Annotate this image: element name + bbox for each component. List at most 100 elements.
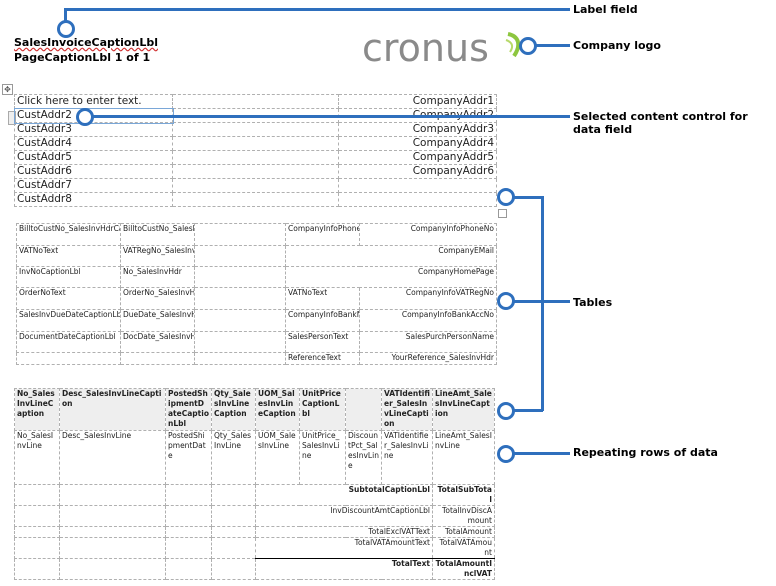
column-caption-cell[interactable]: Desc_SalesInvLineCaption	[59, 388, 166, 431]
info-caption-cell[interactable]: InvNoCaptionLbl	[16, 266, 121, 288]
spacer-cell	[165, 537, 212, 559]
company-caption-cell[interactable]: CompanyInfoBankName	[285, 309, 360, 332]
line-value-cell[interactable]: VATIdentifier_SalesInvLine	[381, 430, 433, 485]
company-address-cell[interactable]: CompanyAddr5	[338, 150, 497, 165]
address-row: Click here to enter text. CompanyAddr1	[14, 94, 497, 109]
spacer-cell	[194, 223, 286, 246]
callout-bracket-mid	[512, 300, 570, 303]
customer-address-cell[interactable]: CustAddr4	[14, 136, 173, 151]
total-value-cell[interactable]: TotalAmountInclVAT	[432, 558, 495, 580]
info-value-cell[interactable]: DueDate_SalesInvHdr	[120, 309, 195, 332]
total-value-cell[interactable]: TotalSubTotal	[432, 484, 495, 506]
line-value-cell[interactable]: No_SalesInvLine	[14, 430, 60, 485]
report-caption-label[interactable]: SalesInvoiceCaptionLbl	[14, 36, 158, 49]
column-caption-cell[interactable]: VATIdentifier_SalesInvLineCaption	[381, 388, 433, 431]
customer-address-cell[interactable]: CustAddr5	[14, 150, 173, 165]
company-caption-cell[interactable]: CompanyInfoPhoneNoCaptionLbl	[285, 223, 360, 246]
total-caption-cell[interactable]: TotalExclVATText	[255, 526, 433, 538]
column-caption-cell[interactable]: Qty_SalesInvLineCaption	[211, 388, 256, 431]
table-resize-handle[interactable]	[498, 209, 507, 218]
company-caption-cell[interactable]: ReferenceText	[285, 352, 360, 365]
customer-address-cell[interactable]: CustAddr8	[14, 192, 173, 207]
total-value-cell[interactable]: TotalAmount	[432, 526, 495, 538]
customer-address-cell[interactable]: Click here to enter text.	[14, 94, 173, 109]
info-row: BilltoCustNo_SalesInvHdrCaptionBilltoCus…	[16, 223, 497, 246]
callout-line-selected	[92, 115, 570, 118]
info-caption-cell[interactable]: DocumentDateCaptionLbl	[16, 331, 121, 353]
company-value-cell[interactable]: CompanyEMail	[285, 245, 497, 267]
column-caption-cell[interactable]: LineAmt_SalesInvLineCaption	[432, 388, 495, 431]
info-row: DocumentDateCaptionLblDocDate_SalesInvHd…	[16, 331, 497, 353]
info-value-cell[interactable]: DocDate_SalesInvHdr	[120, 331, 195, 353]
line-value-cell[interactable]: DiscountPct_SalesInvLine	[345, 430, 382, 485]
callout-repeating-rows: Repeating rows of data	[573, 446, 718, 459]
info-caption-cell[interactable]: SalesInvDueDateCaptionLbl	[16, 309, 121, 332]
line-value-cell[interactable]: UOM_SalesInvLine	[255, 430, 300, 485]
column-caption-cell[interactable]: PostedShipmentDateCaptionLbl	[165, 388, 212, 431]
callout-selected-control: Selected content control for data field	[573, 110, 748, 136]
callout-bracket-top	[512, 196, 543, 199]
callout-line-label	[64, 8, 67, 22]
line-value-cell[interactable]: Desc_SalesInvLine	[59, 430, 166, 485]
spacer-cell	[172, 94, 339, 109]
company-caption-cell[interactable]: SalesPersonText	[285, 331, 360, 353]
info-caption-cell[interactable]: OrderNoText	[16, 287, 121, 310]
company-address-cell[interactable]: CompanyAddr4	[338, 136, 497, 151]
info-caption-cell[interactable]	[16, 352, 121, 365]
spacer-cell	[14, 505, 60, 527]
customer-address-cell[interactable]: CustAddr3	[14, 122, 173, 137]
column-caption-cell[interactable]: UOM_SalesInvLineCaption	[255, 388, 300, 431]
info-value-cell[interactable]: OrderNo_SalesInvHdr	[120, 287, 195, 310]
info-value-cell[interactable]: No_SalesInvHdr	[120, 266, 195, 288]
line-value-cell[interactable]: UnitPrice_SalesInvLine	[299, 430, 346, 485]
info-value-cell[interactable]	[120, 352, 195, 365]
callout-marker-tables-1	[497, 188, 515, 206]
company-value-cell[interactable]: SalesPurchPersonName	[359, 331, 497, 353]
column-caption-cell[interactable]: UnitPriceCaptionLbl	[299, 388, 346, 431]
company-value-cell[interactable]: CompanyInfoBankAccNo	[359, 309, 497, 332]
company-address-cell[interactable]: CompanyAddr1	[338, 94, 497, 109]
total-value-cell[interactable]: TotalVATAmount	[432, 537, 495, 559]
callout-marker-tables-2	[497, 292, 515, 310]
total-caption-cell[interactable]: TotalText	[255, 558, 433, 580]
header-info-table: BilltoCustNo_SalesInvHdrCaptionBilltoCus…	[16, 223, 497, 365]
column-caption-cell[interactable]	[345, 388, 382, 431]
table-move-handle-icon[interactable]: ✥	[2, 84, 13, 95]
spacer-cell	[59, 558, 166, 580]
company-address-cell[interactable]	[338, 178, 497, 193]
company-address-cell[interactable]	[338, 192, 497, 207]
total-caption-cell[interactable]: SubtotalCaptionLbl	[255, 484, 433, 506]
company-caption-cell[interactable]: VATNoText	[285, 287, 360, 310]
line-value-cell[interactable]: LineAmt_SalesInvLine	[432, 430, 495, 485]
address-row: CustAddr5 CompanyAddr5	[14, 150, 497, 165]
spacer-cell	[165, 505, 212, 527]
column-caption-cell[interactable]: No_SalesInvLineCaption	[14, 388, 60, 431]
total-caption-cell[interactable]: InvDiscountAmtCaptionLbl	[255, 505, 433, 527]
line-value-cell[interactable]: Qty_SalesInvLine	[211, 430, 256, 485]
info-caption-cell[interactable]: BilltoCustNo_SalesInvHdrCaption	[16, 223, 121, 246]
company-logo-swoosh-icon	[505, 32, 521, 58]
info-value-cell[interactable]: VATRegNo_SalesInvHdr	[120, 245, 195, 267]
page-caption-label[interactable]: PageCaptionLbl 1 of 1	[14, 51, 151, 64]
line-value-cell[interactable]: PostedShipmentDate	[165, 430, 212, 485]
company-value-cell[interactable]: CompanyInfoPhoneNo	[359, 223, 497, 246]
total-value-cell[interactable]: TotalInvDiscAmount	[432, 505, 495, 527]
company-value-cell[interactable]: YourReference_SalesInvHdr	[359, 352, 497, 365]
total-caption-cell[interactable]: TotalVATAmountText	[255, 537, 433, 559]
customer-address-cell[interactable]: CustAddr6	[14, 164, 173, 179]
info-value-cell[interactable]: BilltoCustNo_SalesInvHdr	[120, 223, 195, 246]
company-address-cell[interactable]: CompanyAddr3	[338, 122, 497, 137]
info-caption-cell[interactable]: VATNoText	[16, 245, 121, 267]
company-value-cell[interactable]: CompanyInfoVATRegNo	[359, 287, 497, 310]
spacer-cell	[211, 537, 256, 559]
callout-marker-label	[57, 20, 75, 38]
company-value-cell[interactable]: CompanyHomePage	[285, 266, 497, 288]
company-address-cell[interactable]: CompanyAddr6	[338, 164, 497, 179]
customer-address-cell[interactable]: CustAddr7	[14, 178, 173, 193]
